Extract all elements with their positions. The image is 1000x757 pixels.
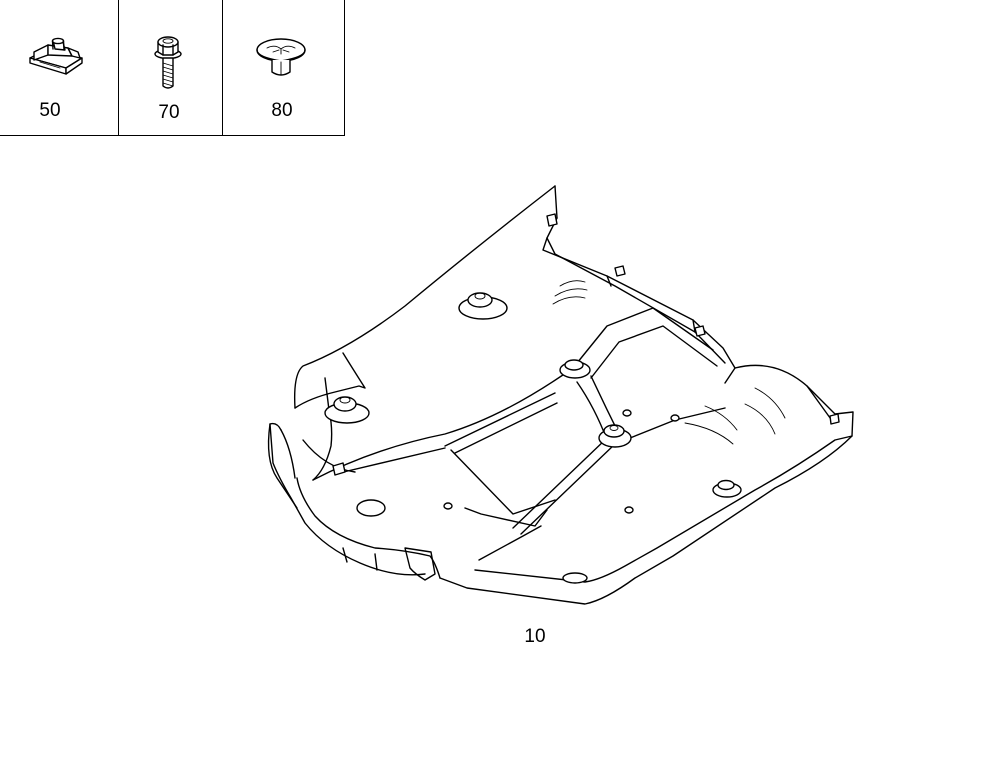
clip-nut-icon — [29, 37, 83, 75]
part-cell-50[interactable]: 50 — [0, 0, 119, 135]
mount-grommet — [324, 396, 370, 424]
hex-bolt-icon — [154, 36, 182, 89]
underbody-panel-icon[interactable] — [255, 178, 865, 610]
part-number-50: 50 — [39, 100, 61, 121]
part-number-80: 80 — [271, 100, 293, 121]
part-number-70: 70 — [158, 102, 180, 123]
part-number-10: 10 — [524, 626, 546, 647]
mount-grommet — [562, 572, 588, 584]
mount-grommet — [458, 292, 508, 320]
parts-table: 50 70 80 — [0, 0, 345, 136]
part-cell-80[interactable]: 80 — [223, 0, 344, 135]
mount-grommet — [712, 479, 742, 498]
mount-grommet — [559, 359, 591, 379]
mount-grommet — [598, 424, 632, 448]
part-cell-70[interactable]: 70 — [119, 0, 223, 135]
expansion-rivet-icon — [256, 38, 306, 76]
